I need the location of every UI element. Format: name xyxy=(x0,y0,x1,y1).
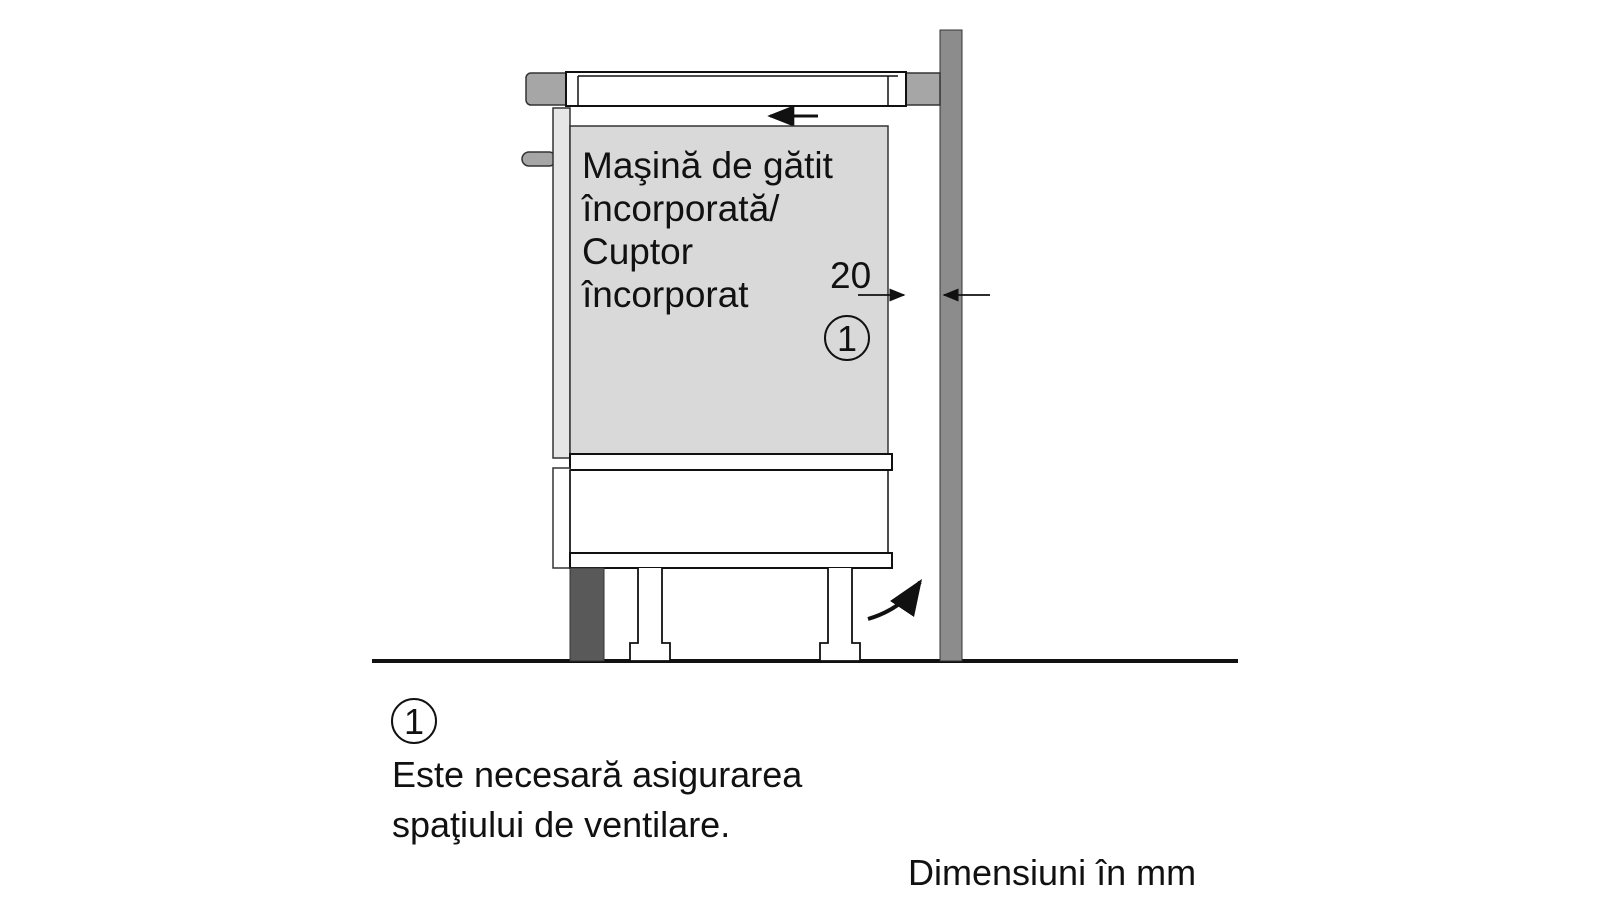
wall xyxy=(939,29,963,662)
footnote-marker-circle xyxy=(391,698,437,744)
cabinet-leg-right xyxy=(819,568,861,662)
dimension-gap-value: 20 xyxy=(830,255,871,296)
cabinet-leg-left xyxy=(629,568,671,662)
footnote-text: Este necesară asigurarea spaţiului de ve… xyxy=(392,750,802,850)
drawer-front xyxy=(552,467,571,569)
shelf-board xyxy=(569,453,893,471)
appliance-label-line-4: încorporat xyxy=(581,274,749,315)
cooktop-panel xyxy=(565,71,907,107)
appliance-label-line-3: Cuptor xyxy=(582,231,693,272)
oven-body xyxy=(569,125,889,455)
marker-circle xyxy=(824,315,870,361)
oven-handle xyxy=(521,151,557,167)
units-note: Dimensiuni în mm xyxy=(908,852,1197,893)
footnote-line-1: Este necesară asigurarea xyxy=(392,754,803,795)
footnote-marker-number: 1 xyxy=(404,701,424,742)
plinth xyxy=(569,567,605,662)
appliance-label-line-1: Maşină de gătit xyxy=(582,145,834,186)
bottom-board xyxy=(569,552,893,569)
airflow-arrow-bottom xyxy=(867,579,922,621)
appliance-label-line-2: încorporată/ xyxy=(581,188,780,229)
oven-front-panel xyxy=(552,107,571,459)
marker-number: 1 xyxy=(837,318,857,359)
footnote-line-2: spaţiului de ventilare. xyxy=(392,804,731,845)
